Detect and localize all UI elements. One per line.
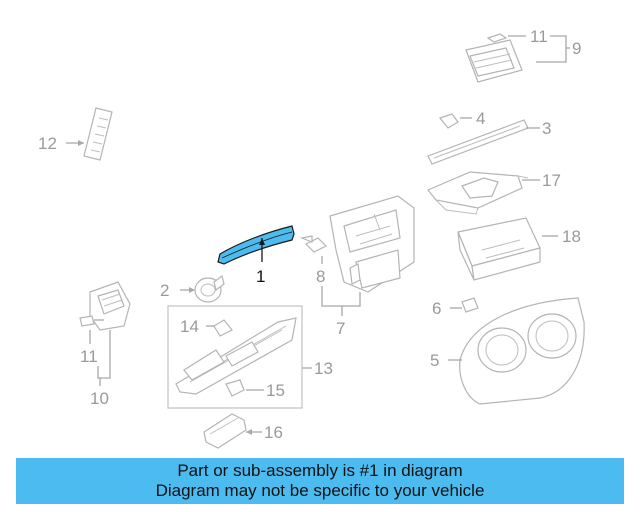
part-5-instrument-cluster: 5: [430, 297, 585, 405]
part-center-bezel: 8 7: [299, 195, 415, 338]
part-6-clip: 6: [432, 297, 479, 318]
part-2-vent-ring: 2: [160, 274, 225, 303]
callout-2: 2: [160, 281, 169, 300]
callout-11-upper: 11: [530, 27, 548, 46]
assembly-box: [167, 305, 303, 409]
callout-14: 14: [180, 317, 199, 336]
part-18-module: 18: [457, 217, 581, 281]
parts-diagram: 12 11 9 4 3 17 18: [38, 27, 585, 449]
callout-3: 3: [542, 119, 551, 138]
part-1-trim-highlighted: 1: [217, 225, 295, 286]
callout-5: 5: [430, 351, 439, 370]
callout-9: 9: [572, 39, 581, 58]
callout-15: 15: [266, 381, 285, 400]
part-9-center-vent: 11 9: [465, 27, 581, 83]
callout-1: 1: [256, 267, 265, 286]
part-4-clip: 4: [438, 109, 485, 129]
callout-17: 17: [542, 171, 561, 190]
part-10-left-vent: 11 10: [79, 281, 131, 408]
callout-13: 13: [314, 359, 333, 378]
part-13-glovebox-assembly: 14 15 13: [167, 305, 333, 409]
callout-10: 10: [90, 389, 109, 408]
part-17-tray: 17: [427, 171, 561, 215]
banner-line-1: Part or sub-assembly is #1 in diagram: [177, 461, 463, 480]
callout-12: 12: [38, 134, 57, 153]
callout-18: 18: [562, 227, 581, 246]
callout-7: 7: [336, 319, 345, 338]
callout-16: 16: [264, 423, 283, 442]
callout-6: 6: [432, 299, 441, 318]
part-3-trim-strip: 3: [427, 119, 551, 165]
banner-line-2: Diagram may not be specific to your vehi…: [155, 481, 485, 500]
info-banner: Part or sub-assembly is #1 in diagram Di…: [16, 458, 624, 504]
callout-4: 4: [476, 109, 485, 128]
callout-8: 8: [316, 267, 325, 286]
part-16-bin: 16: [203, 413, 283, 449]
part-12-side-vent: 12: [38, 107, 113, 161]
callout-11-lower: 11: [80, 347, 98, 366]
